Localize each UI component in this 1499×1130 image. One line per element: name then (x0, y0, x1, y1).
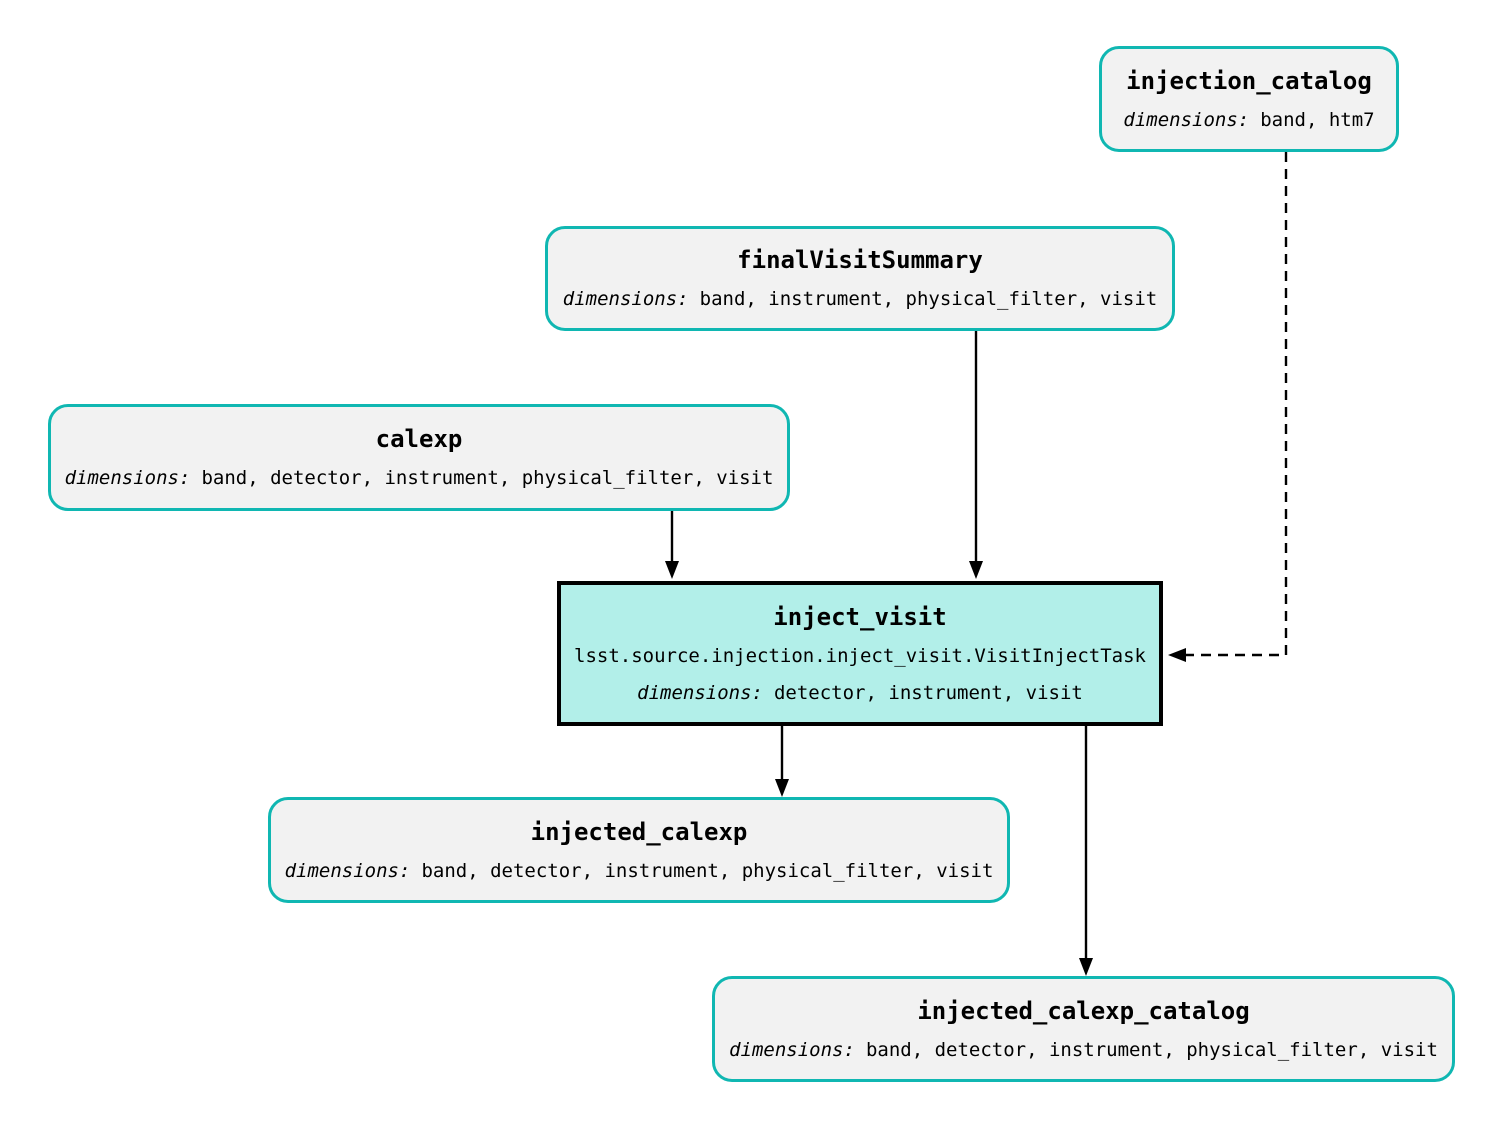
dataset-node-finalvisitsummary: finalVisitSummary dimensions: band, instr… (545, 226, 1175, 331)
node-title: injected_calexp (530, 817, 748, 846)
node-dimensions: dimensions: band, instrument, physical_fi… (563, 290, 1157, 309)
node-title: injected_calexp_catalog (917, 996, 1250, 1025)
dimensions-label: dimensions: (729, 1038, 855, 1061)
arrowhead (969, 561, 983, 579)
dimensions-value: band, detector, instrument, physical_fil… (421, 859, 994, 882)
dimensions-label: dimensions: (562, 288, 689, 310)
dataset-node-injected-calexp-catalog: injected_calexp_catalog dimensions: band,… (712, 976, 1455, 1082)
dimensions-label: dimensions: (64, 467, 191, 489)
node-dimensions: dimensions: band, detector, instrument, p… (729, 1038, 1438, 1061)
node-dimensions: dimensions: detector, instrument, visit (637, 681, 1083, 704)
node-title: inject_visit (773, 602, 947, 631)
arrowhead (775, 779, 789, 797)
edge-inject-visit-to-injected-calexp-catalog (1079, 726, 1093, 976)
dimensions-value: detector, instrument, visit (773, 681, 1083, 704)
task-node-inject-visit: inject_visit lsst.source.injection.injec… (557, 581, 1163, 726)
dimensions-value: band, detector, instrument, physical_fil… (201, 467, 774, 489)
task-class-path: lsst.source.injection.inject_visit.Visit… (574, 644, 1146, 667)
edge-inject-visit-to-injected-calexp (775, 726, 789, 797)
node-dimensions: dimensions: band, detector, instrument, p… (284, 859, 994, 882)
edge-injection-catalog-to-inject-visit (1168, 152, 1288, 662)
node-dimensions: dimensions: band, detector, instrument, p… (65, 469, 774, 488)
arrowhead (1168, 648, 1186, 662)
arrowhead (1079, 958, 1093, 976)
dataset-node-calexp: calexp dimensions: band, detector, instru… (48, 404, 790, 511)
node-title: calexp (375, 425, 463, 453)
dimensions-value: band, detector, instrument, physical_fil… (865, 1038, 1438, 1061)
dimensions-value: band, instrument, physical_filter, visit (699, 288, 1158, 310)
edge-finalvisitsummary-to-inject-visit (969, 331, 983, 579)
arrowhead (665, 561, 679, 579)
dimensions-value: band, htm7 (1260, 108, 1375, 131)
edge-calexp-to-inject-visit (665, 511, 679, 579)
dimensions-label: dimensions: (637, 681, 763, 704)
dimensions-label: dimensions: (284, 859, 411, 882)
dataset-node-injection-catalog: injection_catalog dimensions: band, htm7 (1099, 46, 1399, 152)
dataset-node-injected-calexp: injected_calexp dimensions: band, detecto… (268, 797, 1010, 903)
node-dimensions: dimensions: band, htm7 (1123, 108, 1375, 131)
node-title: finalVisitSummary (737, 246, 983, 274)
dimensions-label: dimensions: (1123, 108, 1250, 131)
node-title: injection_catalog (1126, 66, 1372, 95)
